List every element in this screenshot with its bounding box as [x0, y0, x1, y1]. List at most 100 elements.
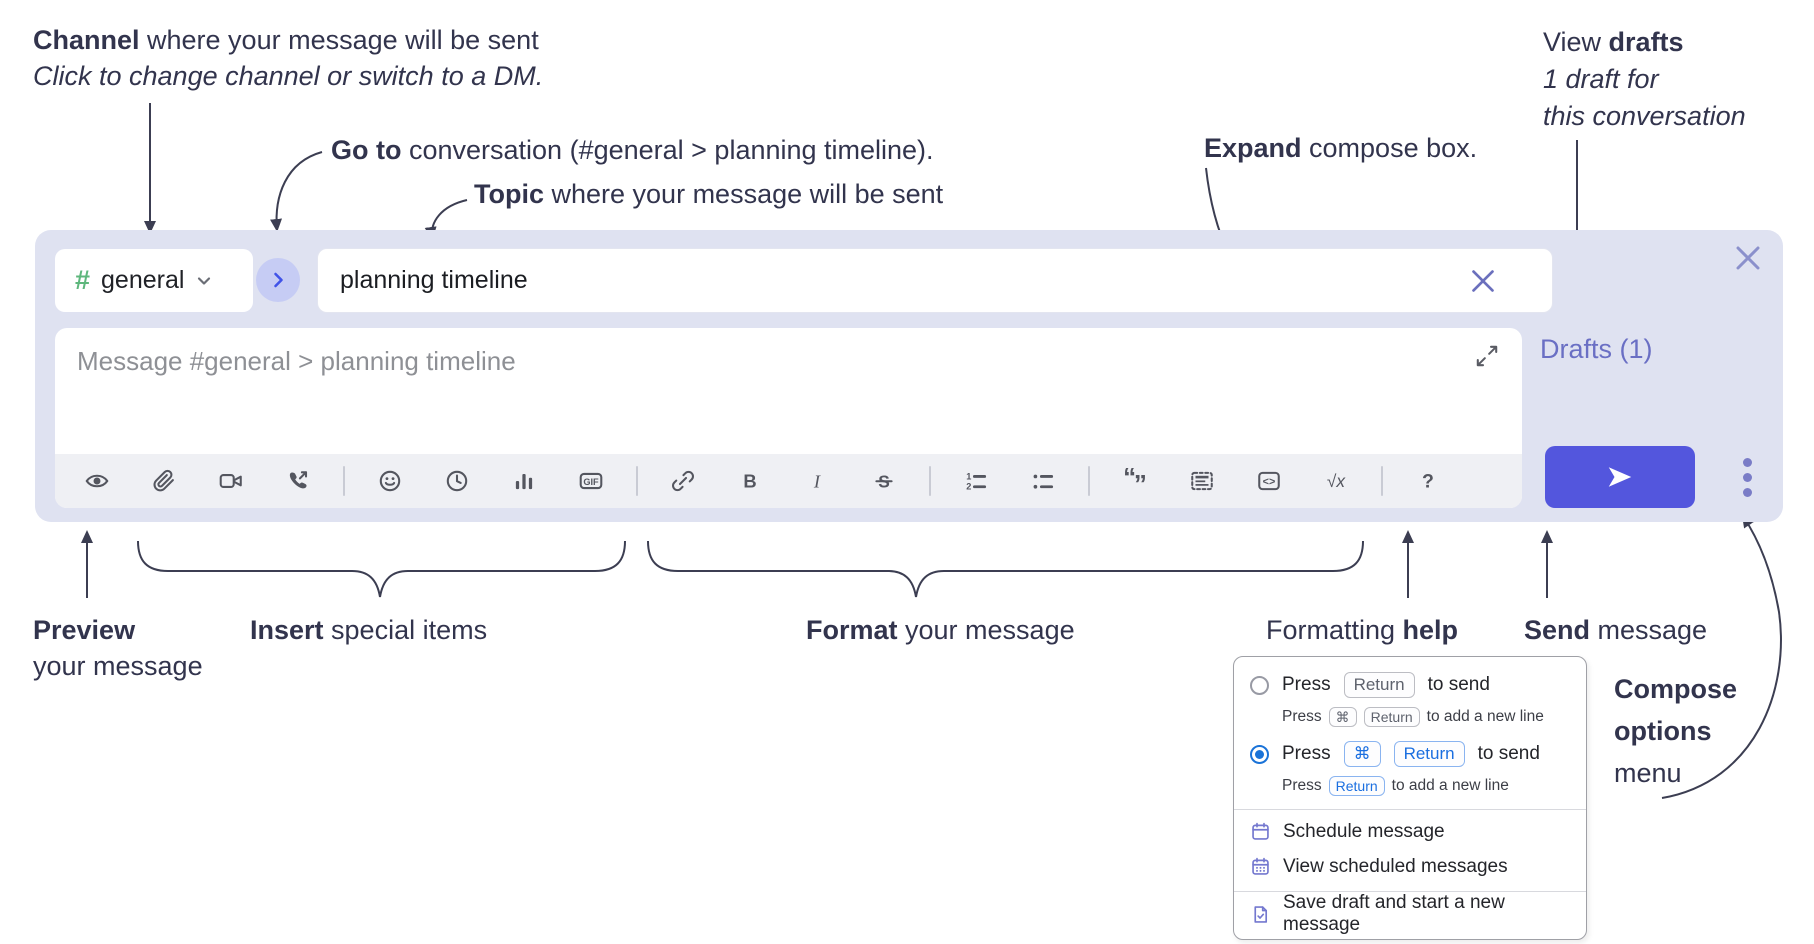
preview-annotation-bold: Preview: [33, 615, 136, 645]
menu-item-view-scheduled[interactable]: View scheduled messages: [1234, 849, 1586, 884]
ol-num1: 1: [966, 471, 971, 481]
menu-item-label: View scheduled messages: [1283, 855, 1508, 877]
compose-toolbar: GIF B I: [55, 454, 1522, 508]
send-annotation-rest: message: [1590, 615, 1708, 645]
goto-annotation-bold: Go to: [331, 135, 402, 165]
opt1-sub-press: Press: [1282, 708, 1322, 725]
formatting-help-button[interactable]: ?: [1406, 461, 1450, 501]
message-panel: GIF B I: [55, 328, 1522, 508]
opt2-sub-tail: to add a new line: [1391, 777, 1509, 794]
chevron-down-icon: [198, 276, 211, 285]
insert-annotation-bold: Insert: [250, 615, 324, 645]
video-clip-button[interactable]: [209, 461, 253, 501]
expand-compose-button[interactable]: [1474, 343, 1500, 369]
channel-annotation-rest: where your message will be sent: [139, 25, 539, 55]
strikethrough-button[interactable]: S: [862, 461, 906, 501]
key-return: Return: [1328, 776, 1385, 796]
toolbar-divider: [929, 466, 931, 496]
attach-file-button[interactable]: [142, 461, 186, 501]
bold-label: B: [743, 471, 756, 492]
formatting-help-bold: help: [1402, 615, 1459, 645]
option-return-sub: Press ⌘ Return to add a new line: [1282, 705, 1570, 729]
topic-annotation: Topic where your message will be sent: [474, 176, 943, 212]
insert-annotation: Insert special items: [250, 612, 487, 648]
send-annotation-bold: Send: [1524, 615, 1591, 645]
topic-annotation-bold: Topic: [474, 179, 544, 209]
option-cmd-return-to-send[interactable]: Press ⌘ Return to send: [1234, 739, 1586, 769]
gif-label: GIF: [583, 477, 599, 487]
text-snippet-icon: [1191, 471, 1213, 491]
compose-options-pointer-curve: [1661, 514, 1782, 799]
topic-annotation-rest: where your message will be sent: [544, 179, 944, 209]
compose-options-line3: menu: [1614, 758, 1682, 788]
opt2-to-send: to send: [1477, 743, 1540, 764]
view-drafts-line3: this conversation: [1543, 101, 1746, 131]
gif-icon: GIF: [579, 472, 603, 490]
expand-annotation-bold: Expand: [1204, 133, 1302, 163]
formatting-help-annotation: Formatting help: [1266, 612, 1458, 648]
math-button[interactable]: √x: [1314, 461, 1358, 501]
poll-button[interactable]: [502, 461, 546, 501]
channel-annotation-bold: Channel: [33, 25, 140, 55]
send-plane-icon: [1608, 467, 1632, 487]
key-return: Return: [1363, 707, 1420, 727]
toolbar-divider: [1088, 466, 1090, 496]
calendar-icon: [1250, 821, 1271, 842]
drafts-link[interactable]: Drafts (1): [1540, 334, 1653, 364]
channel-name: general: [101, 266, 185, 294]
menu-item-schedule-message[interactable]: Schedule message: [1234, 814, 1586, 849]
text-snippet-button[interactable]: [1180, 461, 1224, 501]
radio-checked[interactable]: [1250, 744, 1269, 764]
goto-annotation: Go to conversation (#general > planning …: [331, 132, 934, 168]
topic-input[interactable]: [317, 248, 1553, 313]
bold-icon: B: [743, 471, 756, 492]
format-brace: [647, 540, 1364, 598]
option-return-to-send[interactable]: Press Return to send: [1234, 670, 1586, 700]
preview-annotation-line2: your message: [33, 651, 203, 681]
view-drafts-pre: View: [1543, 27, 1609, 57]
compose-options-button[interactable]: [1727, 449, 1767, 505]
strikethrough-icon: S: [875, 472, 893, 492]
draft-document-icon: [1250, 904, 1271, 925]
dot-icon: [1742, 472, 1752, 482]
italic-label: I: [813, 472, 821, 492]
clear-topic-button[interactable]: [1470, 268, 1496, 294]
chevron-right-icon: [274, 272, 283, 288]
code-icon: <>: [1258, 471, 1280, 491]
send-button[interactable]: [1545, 446, 1695, 508]
bold-button[interactable]: B: [728, 461, 772, 501]
channel-selector[interactable]: # general: [55, 249, 253, 312]
menu-item-label: Save draft and start a new message: [1283, 892, 1505, 935]
quote-open-glyph: “: [1123, 468, 1136, 491]
audio-call-button[interactable]: [276, 461, 320, 501]
go-to-conversation-button[interactable]: [256, 258, 300, 302]
opt1-to-send: to send: [1427, 674, 1490, 695]
compose-options-bold2: options: [1614, 716, 1712, 746]
bulleted-list-button[interactable]: [1021, 461, 1065, 501]
key-return: Return: [1343, 672, 1415, 698]
view-drafts-annotation: View drafts 1 draft for this conversatio…: [1543, 24, 1746, 135]
phone-outgoing-icon: [289, 471, 308, 489]
goto-pointer-arrow: [270, 151, 323, 232]
expand-annotation: Expand compose box.: [1204, 130, 1477, 166]
italic-button[interactable]: I: [795, 461, 839, 501]
preview-annotation: Preview your message: [33, 612, 203, 684]
opt1-sub-tail: to add a new line: [1426, 708, 1544, 725]
channel-annotation: Channel where your message will be sent …: [33, 22, 543, 94]
gif-button[interactable]: GIF: [569, 461, 613, 501]
format-annotation-rest: your message: [897, 615, 1075, 645]
compose-options-bold1: Compose: [1614, 674, 1738, 704]
link-button[interactable]: [661, 461, 705, 501]
code-block-button[interactable]: <>: [1247, 461, 1291, 501]
blockquote-button[interactable]: “ ”: [1113, 461, 1157, 501]
message-input[interactable]: [55, 328, 1522, 446]
radio-unchecked[interactable]: [1250, 675, 1269, 695]
calendar-list-icon: [1250, 856, 1271, 877]
menu-item-save-draft[interactable]: Save draft and start a new message: [1234, 892, 1586, 939]
emoji-button[interactable]: [368, 461, 412, 501]
ordered-list-button[interactable]: 1 2: [954, 461, 998, 501]
preview-button[interactable]: [75, 461, 119, 501]
italic-icon: I: [813, 472, 821, 492]
close-compose-button[interactable]: [1733, 243, 1763, 273]
recent-emoji-button[interactable]: [435, 461, 479, 501]
